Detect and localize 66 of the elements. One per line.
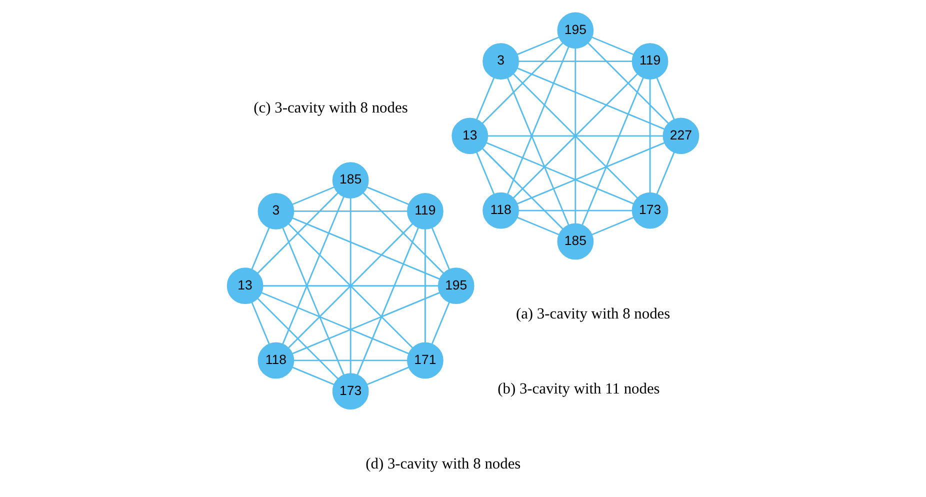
connector: [294, 360, 408, 362]
connector: [592, 36, 634, 56]
node-circle: 13: [452, 118, 488, 154]
label: (d) 3-cavity with 8 nodes: [366, 455, 521, 472]
node-circle: 118: [482, 192, 519, 229]
connector: [656, 78, 675, 120]
connector: [574, 48, 576, 224]
node-circle: 171: [407, 342, 444, 379]
connector: [486, 142, 634, 204]
connector: [292, 366, 334, 386]
node-circle: 3: [482, 43, 519, 80]
connector: [356, 227, 420, 375]
connector: [656, 152, 675, 194]
connector: [488, 135, 664, 137]
connector: [261, 292, 410, 354]
connector: [257, 192, 339, 274]
connector: [288, 223, 413, 348]
connector: [366, 366, 409, 386]
connector: [350, 198, 352, 374]
connector: [257, 298, 339, 380]
node-circle: 185: [557, 223, 594, 260]
node-circle: 195: [438, 268, 474, 304]
connector: [507, 46, 570, 194]
connector: [507, 78, 570, 226]
connector: [482, 42, 564, 124]
connector: [292, 292, 440, 354]
connector: [424, 228, 426, 343]
label: (a) 3-cavity with 8 nodes: [516, 306, 670, 323]
label: (c) 3-cavity with 8 nodes: [254, 99, 408, 116]
node-circle: 173: [332, 373, 369, 410]
connector: [518, 210, 632, 212]
connector: [251, 227, 270, 270]
connector: [251, 302, 270, 344]
connector: [294, 210, 408, 212]
node-circle: 173: [632, 192, 668, 229]
connector: [592, 216, 634, 236]
node-circle: 119: [632, 43, 668, 80]
connector: [512, 74, 638, 198]
node-circle: 118: [258, 342, 294, 379]
connector: [292, 186, 334, 206]
node-circle: 3: [258, 193, 294, 230]
connector: [517, 36, 560, 56]
connector: [582, 77, 644, 226]
connector: [282, 196, 344, 344]
connector: [282, 228, 344, 376]
connector: [517, 216, 560, 236]
connector: [431, 227, 450, 270]
node-circle: 227: [662, 118, 700, 154]
connector: [482, 148, 564, 230]
connector: [431, 302, 450, 344]
node-circle: 185: [332, 162, 369, 198]
connector: [517, 142, 665, 204]
connector: [292, 217, 440, 280]
connector: [476, 152, 495, 194]
node-circle: 119: [407, 193, 444, 230]
connector: [649, 79, 651, 193]
connector: [362, 192, 444, 274]
connector: [476, 78, 495, 120]
node-circle: 13: [226, 268, 264, 304]
label: (b) 3-cavity with 11 nodes: [498, 380, 660, 398]
connector: [518, 60, 632, 62]
connector: [366, 186, 409, 206]
connector: [587, 42, 669, 124]
connector: [263, 285, 438, 287]
node-circle: 195: [557, 12, 594, 49]
connector: [516, 67, 665, 130]
